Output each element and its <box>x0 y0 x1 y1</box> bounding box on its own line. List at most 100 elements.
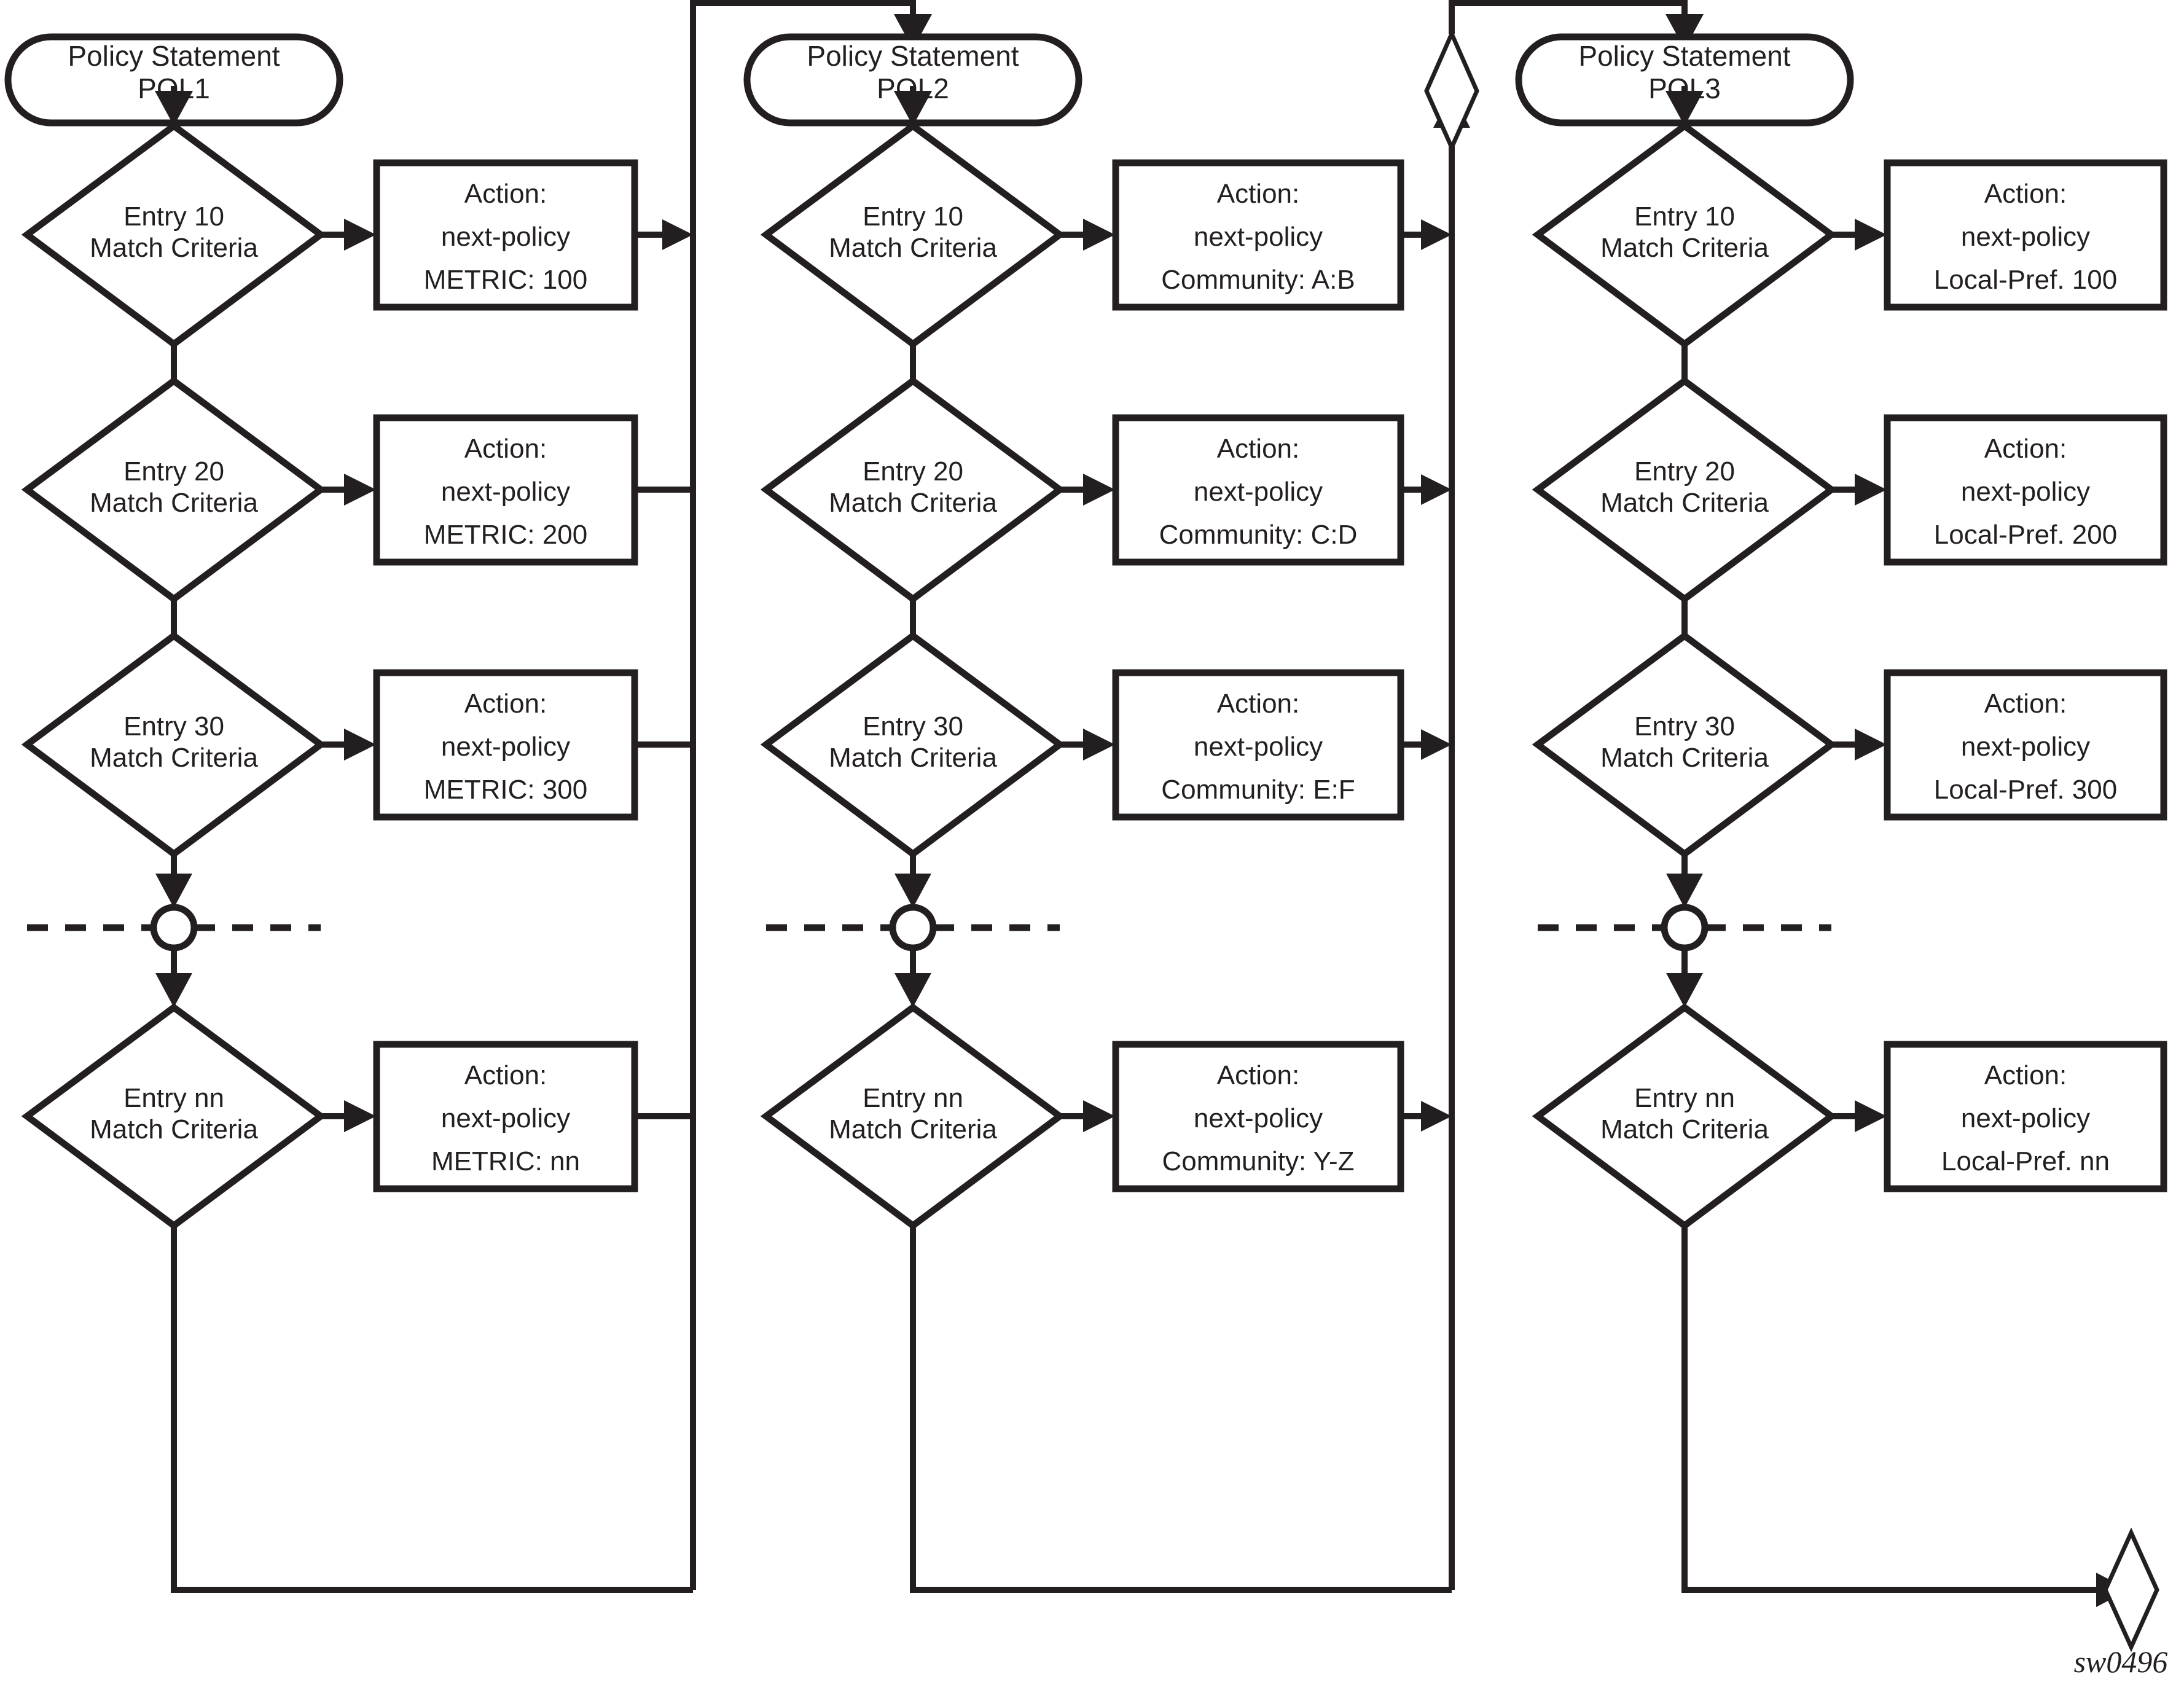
entry-label-line1: Entry nn <box>863 1083 963 1113</box>
terminator-diamond-icon <box>2103 1527 2159 1653</box>
action-line2: next-policy <box>441 477 570 507</box>
policy-statement-pol3[interactable]: Policy Statement POL3 <box>1515 33 1854 127</box>
action-box-pol1-e30[interactable]: Action: next-policy METRIC: 300 <box>373 669 638 821</box>
action-line1: Action: <box>1217 179 1300 209</box>
action-box-pol1-e20[interactable]: Action: next-policy METRIC: 200 <box>373 414 638 566</box>
action-line2: next-policy <box>1961 732 2090 762</box>
action-box-pol3-e20[interactable]: Action: next-policy Local-Pref. 200 <box>1884 414 2167 566</box>
action-line3: METRIC: 100 <box>424 265 588 295</box>
action-line2: next-policy <box>1194 222 1323 252</box>
arrowhead-down-icon <box>155 91 193 126</box>
action-line1: Action: <box>1217 434 1300 464</box>
arrowhead-down-icon <box>894 14 932 49</box>
action-line3: Community: C:D <box>1159 520 1358 550</box>
arrowhead-right-icon <box>1855 1100 1887 1132</box>
connector-pol2-enn-to-action <box>1060 1100 1115 1132</box>
action-line1: Action: <box>464 1060 547 1090</box>
entry-label-line2: Match Criteria <box>1600 1114 1769 1144</box>
action-box-pol3-e10[interactable]: Action: next-policy Local-Pref. 100 <box>1884 159 2167 311</box>
action-box-pol2-e20[interactable]: Action: next-policy Community: C:D <box>1112 414 1404 566</box>
entry-node-pol1-e10[interactable]: Entry 10 Match Criteria <box>21 122 327 348</box>
action-line2: next-policy <box>1194 1103 1323 1133</box>
action-box-pol3-e30[interactable]: Action: next-policy Local-Pref. 300 <box>1884 669 2167 821</box>
entry-node-pol2-e20[interactable]: Entry 20 Match Criteria <box>760 377 1066 603</box>
action-line3: Community: E:F <box>1161 775 1355 805</box>
connector-pol3-e20-to-action <box>1831 474 1887 506</box>
action-box-pol3-enn[interactable]: Action: next-policy Local-Pref. nn <box>1884 1041 2167 1192</box>
action-box-pol2-e30[interactable]: Action: next-policy Community: E:F <box>1112 669 1404 821</box>
connector-pol2-e30-to-action <box>1060 729 1115 761</box>
circle-continuation-icon <box>150 904 198 952</box>
arrowhead-right-icon <box>1083 219 1115 251</box>
entry-node-pol2-e10[interactable]: Entry 10 Match Criteria <box>760 122 1066 348</box>
action-box-pol1-enn[interactable]: Action: next-policy METRIC: nn <box>373 1041 638 1192</box>
entry-label-line1: Entry 10 <box>863 201 963 232</box>
entry-node-pol3-e30[interactable]: Entry 30 Match Criteria <box>1532 632 1838 858</box>
entry-node-pol2-enn[interactable]: Entry nn Match Criteria <box>760 1003 1066 1230</box>
entry-node-pol3-e20[interactable]: Entry 20 Match Criteria <box>1532 377 1838 603</box>
entry-label-line2: Match Criteria <box>1600 743 1769 773</box>
policy-statement-pol2[interactable]: Policy Statement POL2 <box>743 33 1082 127</box>
action-box-shape <box>1884 414 2167 566</box>
entry-node-pol1-e30[interactable]: Entry 30 Match Criteria <box>21 632 327 858</box>
connector-pol1-e30-to-action <box>321 729 376 761</box>
action-line1: Action: <box>464 689 547 719</box>
connector-pol1-ellipsis-to-enn <box>155 948 192 1007</box>
action-box-shape <box>373 1041 638 1192</box>
policy-title-line1: Policy Statement <box>807 40 1019 72</box>
action-box-shape <box>1112 414 1404 566</box>
connector-pol3-e10-to-action <box>1831 219 1887 251</box>
action-box-pol2-e10[interactable]: Action: next-policy Community: A:B <box>1112 159 1404 311</box>
connector-pol2-ellipsis-to-enn <box>894 948 931 1007</box>
arrowhead-down-icon <box>1665 91 1704 126</box>
column-pol1: Policy Statement POL1 Entry 10 Match Cri… <box>4 0 932 1593</box>
action-line2: next-policy <box>441 1103 570 1133</box>
entry-label-line2: Match Criteria <box>829 743 997 773</box>
arrowhead-right-icon <box>1855 219 1887 251</box>
connector-pol1-e30-to-ellipsis <box>155 854 192 908</box>
action-box-shape <box>1884 1041 2167 1192</box>
arrowhead-right-icon <box>344 474 376 506</box>
action-box-pol2-enn[interactable]: Action: next-policy Community: Y-Z <box>1112 1041 1404 1192</box>
action-line1: Action: <box>1984 434 2067 464</box>
action-box-pol1-e10[interactable]: Action: next-policy METRIC: 100 <box>373 159 638 311</box>
arrowhead-right-icon <box>1421 1101 1452 1132</box>
action-line1: Action: <box>464 434 547 464</box>
connector-pol1-e20-to-action <box>321 474 376 506</box>
connector-pol2-enn-action-out <box>1401 1101 1452 1132</box>
action-line2: next-policy <box>1961 477 2090 507</box>
arrowhead-right-icon <box>1083 729 1115 761</box>
entry-node-pol3-enn[interactable]: Entry nn Match Criteria <box>1532 1003 1838 1230</box>
entry-node-pol1-enn[interactable]: Entry nn Match Criteria <box>21 1003 327 1230</box>
entry-node-pol3-e10[interactable]: Entry 10 Match Criteria <box>1532 122 1838 348</box>
action-line3: METRIC: nn <box>431 1146 580 1176</box>
connector-pol1-enn-to-action <box>321 1100 376 1132</box>
connector-pol2-e10-action-out <box>1401 219 1452 250</box>
action-line3: Community: A:B <box>1161 265 1355 295</box>
entry-label-line2: Match Criteria <box>90 1114 258 1144</box>
action-line2: next-policy <box>441 732 570 762</box>
action-line3: Local-Pref. 100 <box>1934 265 2117 295</box>
action-line3: Local-Pref. 300 <box>1934 775 2117 805</box>
policy-statement-pol1[interactable]: Policy Statement POL1 <box>4 33 343 127</box>
arrowhead-right-icon <box>1083 474 1115 506</box>
entry-node-pol1-e20[interactable]: Entry 20 Match Criteria <box>21 377 327 603</box>
arrowhead-down-icon <box>1666 973 1703 1007</box>
action-line1: Action: <box>1217 1060 1300 1090</box>
entry-label-line1: Entry 30 <box>863 711 963 741</box>
arrowhead-right-icon <box>1421 729 1452 760</box>
action-line3: Local-Pref. 200 <box>1934 520 2117 550</box>
connector-pol3-e30-to-action <box>1831 729 1887 761</box>
entry-node-pol2-e30[interactable]: Entry 30 Match Criteria <box>760 632 1066 858</box>
action-box-shape <box>1884 669 2167 821</box>
ellipsis-connector-pol2 <box>766 904 1060 952</box>
connector-pol2-e20-action-out <box>1401 474 1452 505</box>
action-line1: Action: <box>1984 1060 2067 1090</box>
ellipsis-connector-pol3 <box>1538 904 1831 952</box>
entry-label-line2: Match Criteria <box>829 488 997 518</box>
arrowhead-right-icon <box>1855 474 1887 506</box>
entry-label-line1: Entry 20 <box>863 456 963 487</box>
entry-label-line1: Entry 20 <box>123 456 224 487</box>
entry-label-line2: Match Criteria <box>90 233 258 263</box>
